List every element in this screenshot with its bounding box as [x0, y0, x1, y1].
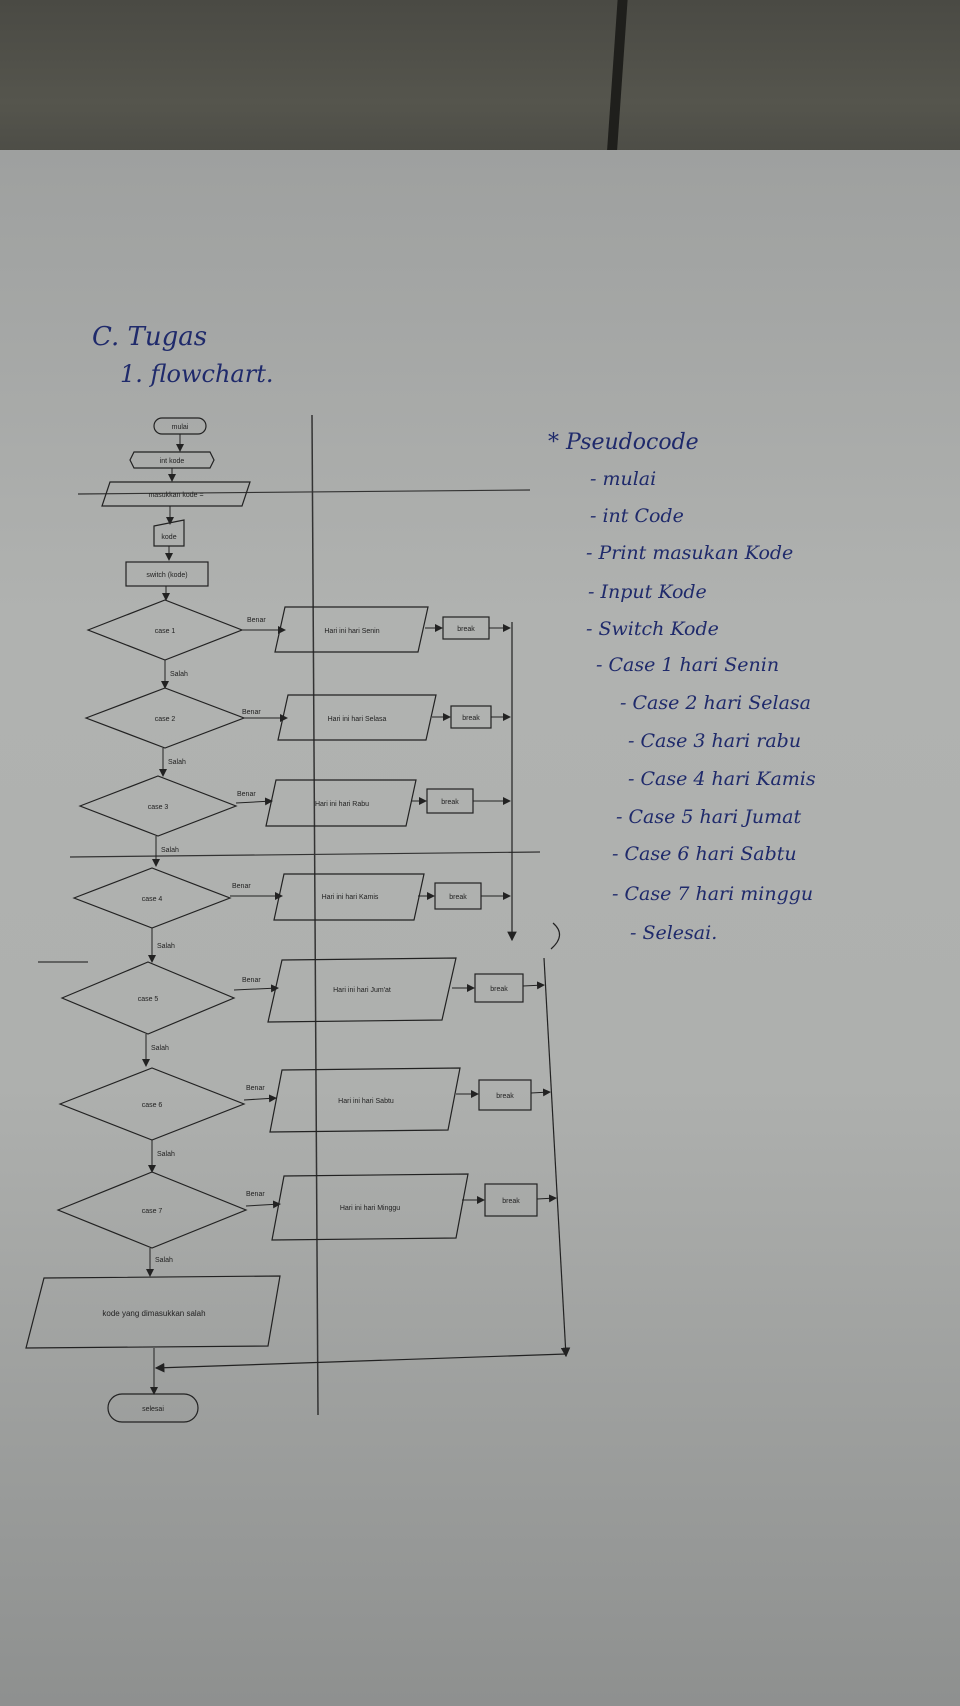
case-row: case 3 Benar Hari ini hari Rabu break Sa…	[78, 775, 511, 867]
end-terminal	[107, 1393, 199, 1423]
break-label: break	[462, 715, 480, 722]
case-row: case 6 Benar Hari ini hari Sabtu break S…	[58, 1067, 551, 1173]
break-label: break	[457, 626, 475, 633]
case-row: case 2 Benar Hari ini hari Selasa break …	[84, 687, 511, 777]
case-label: case 3	[148, 804, 169, 811]
false-label: Salah	[170, 671, 188, 678]
case-output	[277, 694, 437, 741]
case-decision	[60, 961, 236, 1035]
case-output	[273, 873, 425, 921]
true-label: Benar	[242, 977, 261, 984]
true-label: Benar	[242, 709, 261, 716]
default-output	[25, 1275, 281, 1349]
true-label: Benar	[232, 883, 251, 890]
true-label: Benar	[246, 1085, 265, 1092]
break-label: break	[496, 1093, 514, 1100]
pseudocode-line: - Case 7 hari minggu	[612, 883, 814, 905]
case-row: case 7 Benar Hari ini hari Minggu break …	[56, 1171, 557, 1277]
paper-sheet	[0, 150, 960, 1706]
case-label: case 1	[155, 628, 176, 635]
false-label: Salah	[151, 1045, 169, 1052]
case-output	[267, 957, 457, 1023]
collector-line	[543, 957, 571, 1358]
case-output	[269, 1067, 461, 1133]
prompt-label: masukkan kode =	[148, 492, 203, 499]
pseudocode-line: - mulai	[590, 468, 657, 490]
case-decision	[56, 1171, 248, 1249]
prompt-output	[101, 481, 251, 507]
false-label: Salah	[157, 943, 175, 950]
case-decision	[58, 1067, 246, 1141]
break-box	[478, 1079, 532, 1111]
false-label: Salah	[155, 1257, 173, 1264]
case-output	[274, 606, 429, 653]
pseudocode-line: - Print masukan Kode	[586, 542, 794, 564]
case-output	[271, 1173, 469, 1241]
case-output-label: Hari ini hari Kamis	[322, 894, 379, 901]
case-output-label: Hari ini hari Jum'at	[333, 987, 391, 994]
false-label: Salah	[168, 759, 186, 766]
connector-arc	[550, 922, 561, 950]
case-output-label: Hari ini hari Rabu	[315, 801, 369, 808]
case-row: case 1 Benar Hari ini hari Senin break S…	[86, 599, 511, 689]
declare-box	[129, 451, 215, 469]
case-row: case 4 Benar Hari ini hari Kamis break S…	[72, 867, 511, 963]
start-label: mulai	[172, 424, 189, 431]
case-decision	[78, 775, 238, 837]
merge-line	[154, 1353, 567, 1373]
break-label: break	[502, 1198, 520, 1205]
case-decision	[72, 867, 232, 929]
paper-rule	[69, 851, 541, 858]
case-label: case 5	[138, 996, 159, 1003]
break-label: break	[449, 894, 467, 901]
case-output-label: Hari ini hari Selasa	[328, 716, 387, 723]
case-label: case 6	[142, 1102, 163, 1109]
paper-rule-vertical	[311, 414, 319, 1416]
case-row: case 5 Benar Hari ini hari Jum'at break …	[60, 957, 545, 1067]
case-label: case 2	[155, 716, 176, 723]
pseudocode-line: - Input Kode	[588, 581, 707, 603]
input-box	[153, 519, 185, 547]
declare-label: int kode	[160, 458, 185, 465]
pseudocode-line: - int Code	[590, 505, 684, 527]
false-label: Salah	[161, 847, 179, 854]
case-output	[265, 779, 417, 827]
pseudocode-line: - Switch Kode	[586, 618, 719, 640]
switch-label: switch (kode)	[146, 572, 187, 579]
case-output-label: Hari ini hari Senin	[324, 628, 379, 635]
input-label: kode	[161, 534, 176, 541]
pseudocode-line: - Case 4 hari Kamis	[628, 768, 816, 790]
section-subheading: 1. flowchart.	[120, 360, 274, 388]
true-label: Benar	[237, 791, 256, 798]
false-label: Salah	[157, 1151, 175, 1158]
true-label: Benar	[246, 1191, 265, 1198]
case-label: case 4	[142, 896, 163, 903]
section-heading: C. Tugas	[92, 322, 208, 352]
true-label: Benar	[247, 617, 266, 624]
break-box	[484, 1183, 538, 1217]
paper-rule	[77, 489, 531, 495]
pseudocode-line: - Case 5 hari Jumat	[616, 806, 802, 828]
break-label: break	[490, 986, 508, 993]
break-label: break	[441, 799, 459, 806]
background-surface	[0, 0, 960, 170]
pseudocode-line: - Case 6 hari Sabtu	[612, 843, 797, 865]
pseudocode-line: - Selesai.	[630, 922, 718, 944]
end-label: selesai	[142, 1406, 164, 1413]
pseudocode-title: * Pseudocode	[548, 430, 699, 455]
switch-process	[125, 561, 209, 587]
pseudocode-line: - Case 3 hari rabu	[628, 730, 802, 752]
pseudocode-line: - Case 1 hari Senin	[596, 654, 780, 676]
case-output-label: Hari ini hari Sabtu	[338, 1098, 394, 1105]
case-label: case 7	[142, 1208, 163, 1215]
break-box	[474, 973, 524, 1003]
default-output-label: kode yang dimasukkan salah	[102, 1309, 205, 1318]
case-output-label: Hari ini hari Minggu	[340, 1205, 400, 1212]
pseudocode-line: - Case 2 hari Selasa	[620, 692, 811, 714]
